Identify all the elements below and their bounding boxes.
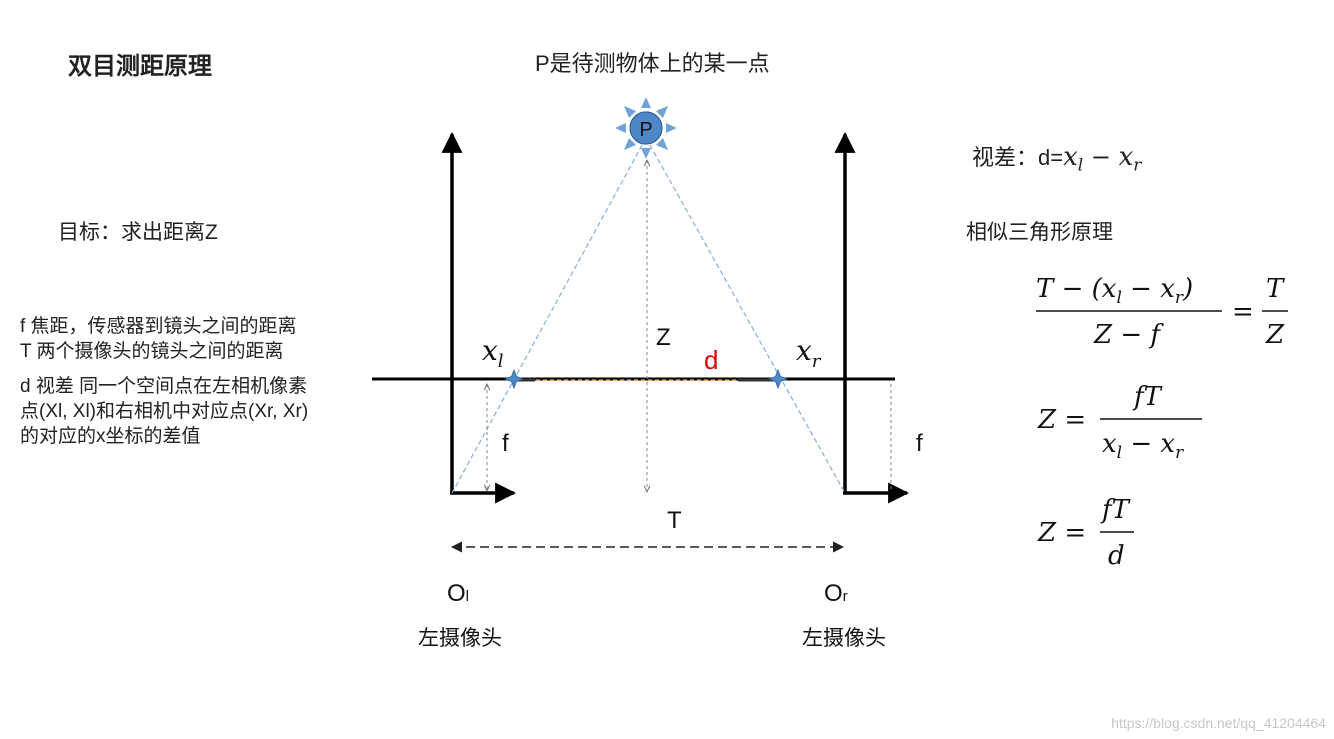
legend-t: T 两个摄像头的镜头之间的距离 — [20, 341, 284, 362]
formula1-rhs-denominator: Z — [1265, 320, 1285, 350]
formula1-denominator: Z − f — [1093, 320, 1164, 350]
formula3-lhs: Z = — [1037, 518, 1086, 548]
xl-label: xl — [482, 334, 504, 372]
disparity-xl: x — [1063, 142, 1078, 172]
point-p-marker — [615, 97, 677, 159]
ol-label: Ol — [447, 580, 469, 607]
formula2-numerator: fT — [1132, 382, 1163, 412]
page-title: 双目测距原理 — [68, 53, 212, 80]
legend-d-3: 的对应的x坐标的差值 — [20, 426, 201, 447]
xr-point-marker — [767, 368, 789, 390]
formula2-denominator: xl − xr — [1102, 429, 1184, 463]
formula-depth-from-coords: Z = fT xl − xr — [1037, 382, 1202, 463]
left-camera-label: 左摄像头 — [418, 626, 502, 650]
formula-depth-from-disparity: Z = fT d — [1037, 495, 1134, 571]
legend: f 焦距，传感器到镜头之间的距离 T 两个摄像头的镜头之间的距离 d 视差 同一… — [20, 314, 308, 449]
formula1-equals: = — [1232, 297, 1254, 327]
formula3-numerator: fT — [1100, 495, 1131, 525]
formula1-numerator: T − (xl − xr) — [1036, 274, 1193, 308]
disparity-xr-sub: r — [1133, 155, 1142, 176]
goal-text: 目标：求出距离Z — [58, 221, 218, 244]
f-left-label: f — [502, 430, 509, 457]
disparity-prefix: 视差：d= — [972, 145, 1064, 170]
point-p-label: P — [639, 119, 652, 141]
legend-d-2: 点(Xl, Xl)和右相机中对应点(Xr, Xr) — [20, 401, 309, 422]
d-label: d — [704, 345, 718, 375]
legend-d-1: d 视差 同一个空间点在左相机像素 — [20, 376, 308, 397]
formula1-rhs-numerator: T — [1266, 274, 1285, 304]
disparity-formula: 视差：d=xl − xr — [972, 140, 1141, 175]
point-caption: P是待测物体上的某一点 — [535, 51, 770, 76]
formula2-lhs: Z = — [1037, 405, 1086, 435]
formula3-denominator: d — [1108, 541, 1125, 571]
f-right-label: f — [916, 430, 923, 457]
similar-triangles-label: 相似三角形原理 — [966, 221, 1113, 244]
formula-similar-triangles: T − (xl − xr) Z − f = T Z — [1036, 274, 1288, 350]
z-label: Z — [656, 324, 671, 351]
xl-point-marker — [503, 368, 525, 390]
disparity-xl-sub: l — [1077, 155, 1084, 176]
or-label: Or — [824, 580, 848, 607]
xr-label: xr — [796, 334, 822, 372]
right-camera-label: 左摄像头 — [802, 626, 886, 650]
watermark: https://blog.csdn.net/qq_41204464 — [1111, 715, 1326, 731]
legend-f: f 焦距，传感器到镜头之间的距离 — [20, 316, 297, 337]
disparity-minus: − — [1083, 143, 1119, 171]
disparity-xr: x — [1118, 142, 1134, 172]
t-label: T — [667, 507, 682, 534]
left-ray — [451, 137, 647, 494]
right-ray — [645, 137, 846, 494]
